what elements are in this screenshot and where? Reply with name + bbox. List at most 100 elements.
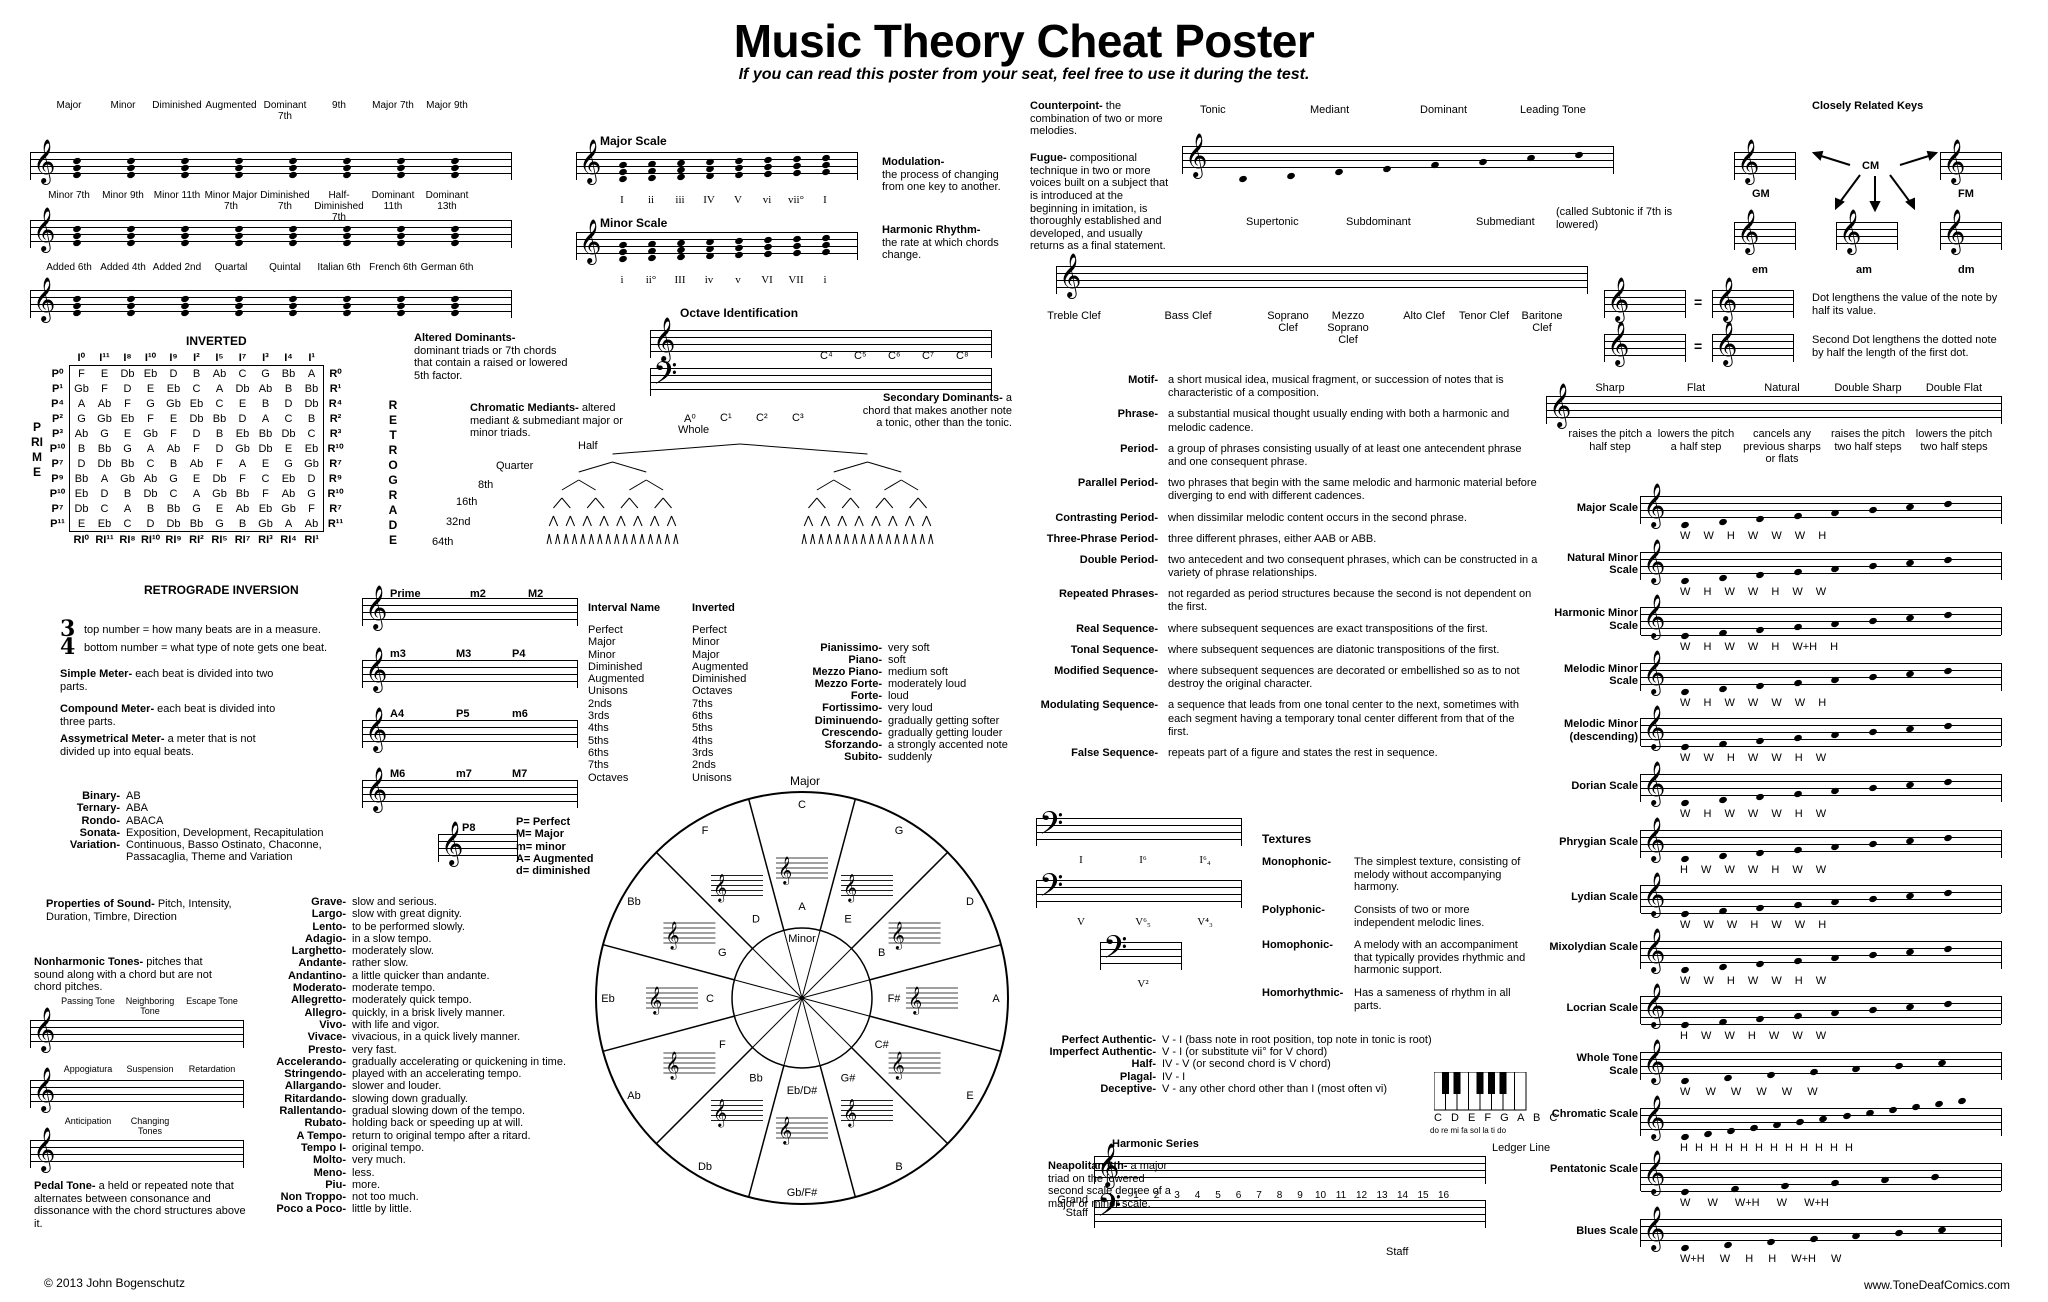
tempo-def: moderate tempo. bbox=[352, 982, 436, 995]
matrix-cell: F bbox=[147, 412, 154, 425]
matrix-right-header: R² bbox=[329, 412, 342, 425]
degree-label-top: Leading Tone bbox=[1520, 104, 1586, 116]
interval-inverted-name: Unisons bbox=[692, 771, 732, 784]
key-staff-am: 𝄞 bbox=[1836, 212, 1898, 250]
roman-numeral: I bbox=[823, 194, 827, 206]
tree-branch bbox=[561, 479, 580, 491]
tempo-def: holding back or speeding up at will. bbox=[352, 1117, 524, 1130]
treble-clef-icon: 𝄞 bbox=[1643, 761, 1666, 805]
tempo-row: Allargando-slower and louder. bbox=[250, 1080, 612, 1092]
interval-name: 4ths bbox=[588, 722, 609, 735]
phrase-row: Double Period-two antecedent and two con… bbox=[1020, 554, 1538, 580]
matrix-cell: A bbox=[261, 412, 270, 425]
tree-branch bbox=[639, 533, 643, 545]
note-tree-label: Quarter bbox=[496, 460, 534, 472]
tree-branch bbox=[649, 533, 654, 545]
tree-branch bbox=[921, 515, 928, 527]
interval-label: M3 bbox=[456, 648, 472, 660]
chord-note bbox=[821, 247, 831, 257]
scale-note bbox=[1680, 910, 1690, 919]
note-tree-label: 32nd bbox=[446, 516, 471, 528]
matrix-cell: Bb bbox=[120, 457, 135, 470]
tree-branch bbox=[911, 533, 915, 545]
time-sig-top: 3 bbox=[60, 616, 76, 642]
chord-label: Diminished 7th bbox=[260, 190, 310, 212]
tree-branch bbox=[654, 497, 664, 509]
scale-note bbox=[1755, 792, 1765, 802]
matrix-cell: Bb bbox=[300, 381, 324, 396]
tree-branch bbox=[557, 533, 561, 545]
circle-spoke bbox=[752, 997, 803, 1048]
interval-inverted-name: Perfect bbox=[692, 624, 727, 636]
harmonic-number: 11 bbox=[1335, 1190, 1347, 1201]
treble-clef-icon: 𝄞 bbox=[1943, 209, 1966, 253]
scale-note bbox=[1717, 795, 1728, 805]
matrix-corner bbox=[324, 350, 348, 366]
circle-spoke bbox=[801, 997, 870, 1017]
matrix-cell: C bbox=[100, 502, 109, 515]
interval-label: m2 bbox=[470, 588, 486, 600]
matrix-cell: G bbox=[300, 486, 324, 501]
treble-clef-icon: 𝄞 bbox=[365, 767, 388, 811]
tree-branch bbox=[905, 515, 911, 527]
harmonic-title: Harmonic Series bbox=[1112, 1138, 1199, 1150]
chord-label: Major 7th bbox=[372, 100, 414, 111]
accidental-staff: 𝄞 bbox=[1546, 386, 2002, 424]
harmonic-number: 16 bbox=[1437, 1190, 1450, 1201]
chord-note bbox=[342, 170, 352, 180]
interval-name: Octaves bbox=[588, 771, 629, 784]
texture-row: Homophonic-A melody with an accompanimen… bbox=[1262, 939, 1532, 977]
scale-note bbox=[1905, 614, 1915, 623]
tree-branch bbox=[826, 533, 831, 545]
roman-numeral: vii° bbox=[787, 194, 804, 206]
dynamic-row: Mezzo Forte-moderately loud bbox=[800, 678, 1028, 690]
matrix-cell: Gb bbox=[69, 381, 93, 396]
cadence-term: Perfect Authentic- bbox=[1061, 1034, 1156, 1046]
clef-label: Tenor Clef bbox=[1458, 310, 1510, 322]
roman-numeral: III bbox=[674, 274, 686, 286]
minor-scale-title: Minor Scale bbox=[600, 216, 668, 230]
matrix-cell: F bbox=[170, 427, 177, 440]
phrase-row: Period-a group of phrases consisting usu… bbox=[1020, 443, 1538, 469]
tempo-row: Larghetto-moderately slow. bbox=[250, 945, 612, 957]
scale-note bbox=[1726, 1126, 1736, 1135]
scale-note bbox=[1792, 734, 1803, 743]
clef-staff: 𝄞 bbox=[1056, 256, 1588, 294]
tree-branch bbox=[645, 479, 664, 491]
tempo-term: Grave- bbox=[311, 896, 346, 908]
interval-label: P4 bbox=[512, 648, 526, 660]
interval-name-title: Interval Name bbox=[588, 602, 661, 614]
phrase-def: where subsequent sequences are diatonic … bbox=[1168, 643, 1500, 656]
scale-name: Melodic Minor Scale bbox=[1564, 662, 1638, 688]
subtonic-note: (called Subtonic if 7th is lowered) bbox=[1556, 206, 1673, 231]
scale-note bbox=[1680, 687, 1690, 696]
tree-branch bbox=[546, 533, 550, 545]
phrase-def: a substantial musical thought usually en… bbox=[1168, 408, 1510, 434]
scale-note bbox=[1765, 1237, 1776, 1246]
scale-note bbox=[1680, 1132, 1690, 1141]
matrix-cell: Bb bbox=[97, 442, 112, 455]
octave-label: C² bbox=[756, 412, 768, 424]
harmonic-number: 10 bbox=[1314, 1190, 1327, 1201]
matrix-cell: Eb bbox=[93, 516, 116, 532]
scale-note bbox=[1864, 1108, 1875, 1117]
tree-branch bbox=[548, 515, 554, 527]
tempo-term: Allegretto- bbox=[291, 994, 346, 1007]
interval-name: 3rds bbox=[588, 710, 610, 723]
matrix-row-header: P⁷ bbox=[51, 502, 64, 515]
form-def: Exposition, Development, Recapitulation bbox=[126, 826, 324, 839]
octave-title: Octave Identification bbox=[680, 306, 799, 320]
tree-branch bbox=[588, 533, 592, 545]
chord-note bbox=[342, 308, 352, 318]
copyright: © 2013 John Bogenschutz bbox=[44, 1276, 185, 1290]
scale-note bbox=[1680, 743, 1690, 752]
tree-branch bbox=[739, 443, 868, 455]
nonharmonic-label: Appogiatura bbox=[63, 1064, 113, 1074]
interval-inverted-name: Diminished bbox=[692, 673, 747, 686]
clef-label: Alto Clef bbox=[1403, 310, 1445, 322]
interval-name: Major bbox=[588, 636, 616, 649]
chord-note bbox=[180, 308, 190, 318]
dynamic-def: gradually getting louder bbox=[888, 726, 1003, 739]
tree-branch bbox=[664, 533, 668, 545]
tempo-def: very fast. bbox=[352, 1043, 397, 1056]
